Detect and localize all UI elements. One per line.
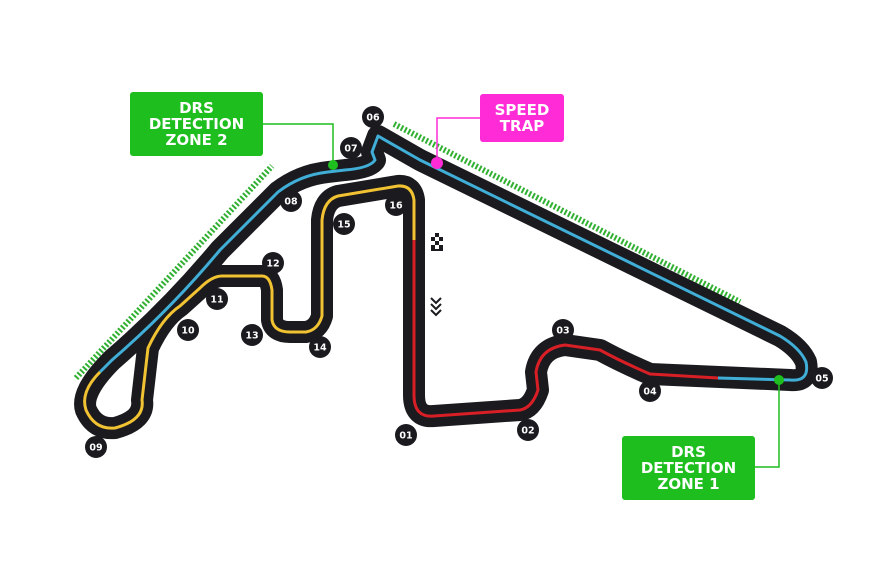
turn-number: 16 <box>389 201 403 212</box>
turn-badge-circle <box>639 380 661 402</box>
drs1-line-3: ZONE 1 <box>657 475 720 493</box>
speed-trap-line-2: TRAP <box>499 117 545 135</box>
turn-badges: 01 02 03 04 05 06 07 08 09 10 11 12 13 14 15 16 <box>85 106 833 458</box>
turn-number: 01 <box>399 431 412 442</box>
turn-badge-06: 06 <box>362 106 384 128</box>
turn-badge-16: 16 <box>385 194 407 216</box>
turn-badge-10: 10 <box>177 319 199 341</box>
turn-badge-circle <box>309 336 331 358</box>
turn-badge-circle <box>280 190 302 212</box>
turn-number: 08 <box>284 197 298 208</box>
turn-number: 04 <box>643 387 657 398</box>
drs-detection-point-1 <box>774 375 784 385</box>
sector-3-line <box>83 184 416 430</box>
direction-chevrons-icon <box>430 297 442 317</box>
turn-badge-01: 01 <box>395 424 417 446</box>
drs-zone-marker-main-straight <box>392 121 742 305</box>
turn-badge-15: 15 <box>333 213 355 235</box>
speed-trap-leader <box>436 117 480 162</box>
turn-badge-circle <box>177 319 199 341</box>
turn-number: 11 <box>210 295 223 306</box>
drs2-leader <box>263 123 334 163</box>
turn-badge-circle <box>333 213 355 235</box>
drs1-leader <box>755 380 780 468</box>
turn-badge-05: 05 <box>811 367 833 389</box>
turn-badge-07: 07 <box>340 137 362 159</box>
turn-badge-circle <box>811 367 833 389</box>
turn-number: 12 <box>266 259 279 270</box>
turn-badge-09: 09 <box>85 436 107 458</box>
drs-zone-markers <box>73 121 742 381</box>
turn-number: 09 <box>89 443 102 454</box>
drs-detection-point-2 <box>328 160 338 170</box>
turn-badge-03: 03 <box>552 319 574 341</box>
turn-number: 05 <box>815 374 828 385</box>
sector-1-line <box>412 240 719 418</box>
drs-zone-marker-back-straight <box>73 163 275 381</box>
chequered-flag-icon <box>431 233 443 251</box>
turn-badge-circle <box>241 324 263 346</box>
turn-number: 06 <box>366 113 380 124</box>
turn-badge-13: 13 <box>241 324 263 346</box>
speed-trap-point <box>431 157 443 169</box>
turn-badge-11: 11 <box>206 288 228 310</box>
turn-badge-circle <box>385 194 407 216</box>
turn-badge-circle <box>362 106 384 128</box>
turn-badge-02: 02 <box>517 419 539 441</box>
drs2-line-3: ZONE 2 <box>165 131 228 149</box>
drs1-line-1: DRS <box>671 443 706 461</box>
sector-2-line <box>98 134 809 382</box>
turn-badge-circle <box>85 436 107 458</box>
turn-number: 07 <box>344 144 357 155</box>
turn-badge-08: 08 <box>280 190 302 212</box>
turn-badge-circle <box>340 137 362 159</box>
turn-badge-circle <box>262 252 284 274</box>
speed-trap-callout: SPEED TRAP <box>480 94 564 142</box>
turn-badge-14: 14 <box>309 336 331 358</box>
turn-number: 14 <box>313 343 327 354</box>
drs-detection-zone-2-callout: DRS DETECTION ZONE 2 <box>130 92 263 156</box>
turn-badge-circle <box>552 319 574 341</box>
turn-badge-circle <box>206 288 228 310</box>
turn-badge-04: 04 <box>639 380 661 402</box>
drs2-line-1: DRS <box>179 99 214 117</box>
turn-number: 15 <box>337 220 350 231</box>
drs2-line-2: DETECTION <box>148 115 245 133</box>
turn-badge-circle <box>517 419 539 441</box>
turn-number: 02 <box>521 426 534 437</box>
turn-number: 13 <box>245 331 258 342</box>
turn-number: 10 <box>181 326 195 337</box>
turn-badge-circle <box>395 424 417 446</box>
drs1-line-2: DETECTION <box>640 459 737 477</box>
turn-number: 03 <box>556 326 569 337</box>
drs-detection-zone-1-callout: DRS DETECTION ZONE 1 <box>622 436 755 500</box>
speed-trap-line-1: SPEED <box>494 101 550 119</box>
turn-badge-12: 12 <box>262 252 284 274</box>
callout-leaders <box>263 117 780 468</box>
